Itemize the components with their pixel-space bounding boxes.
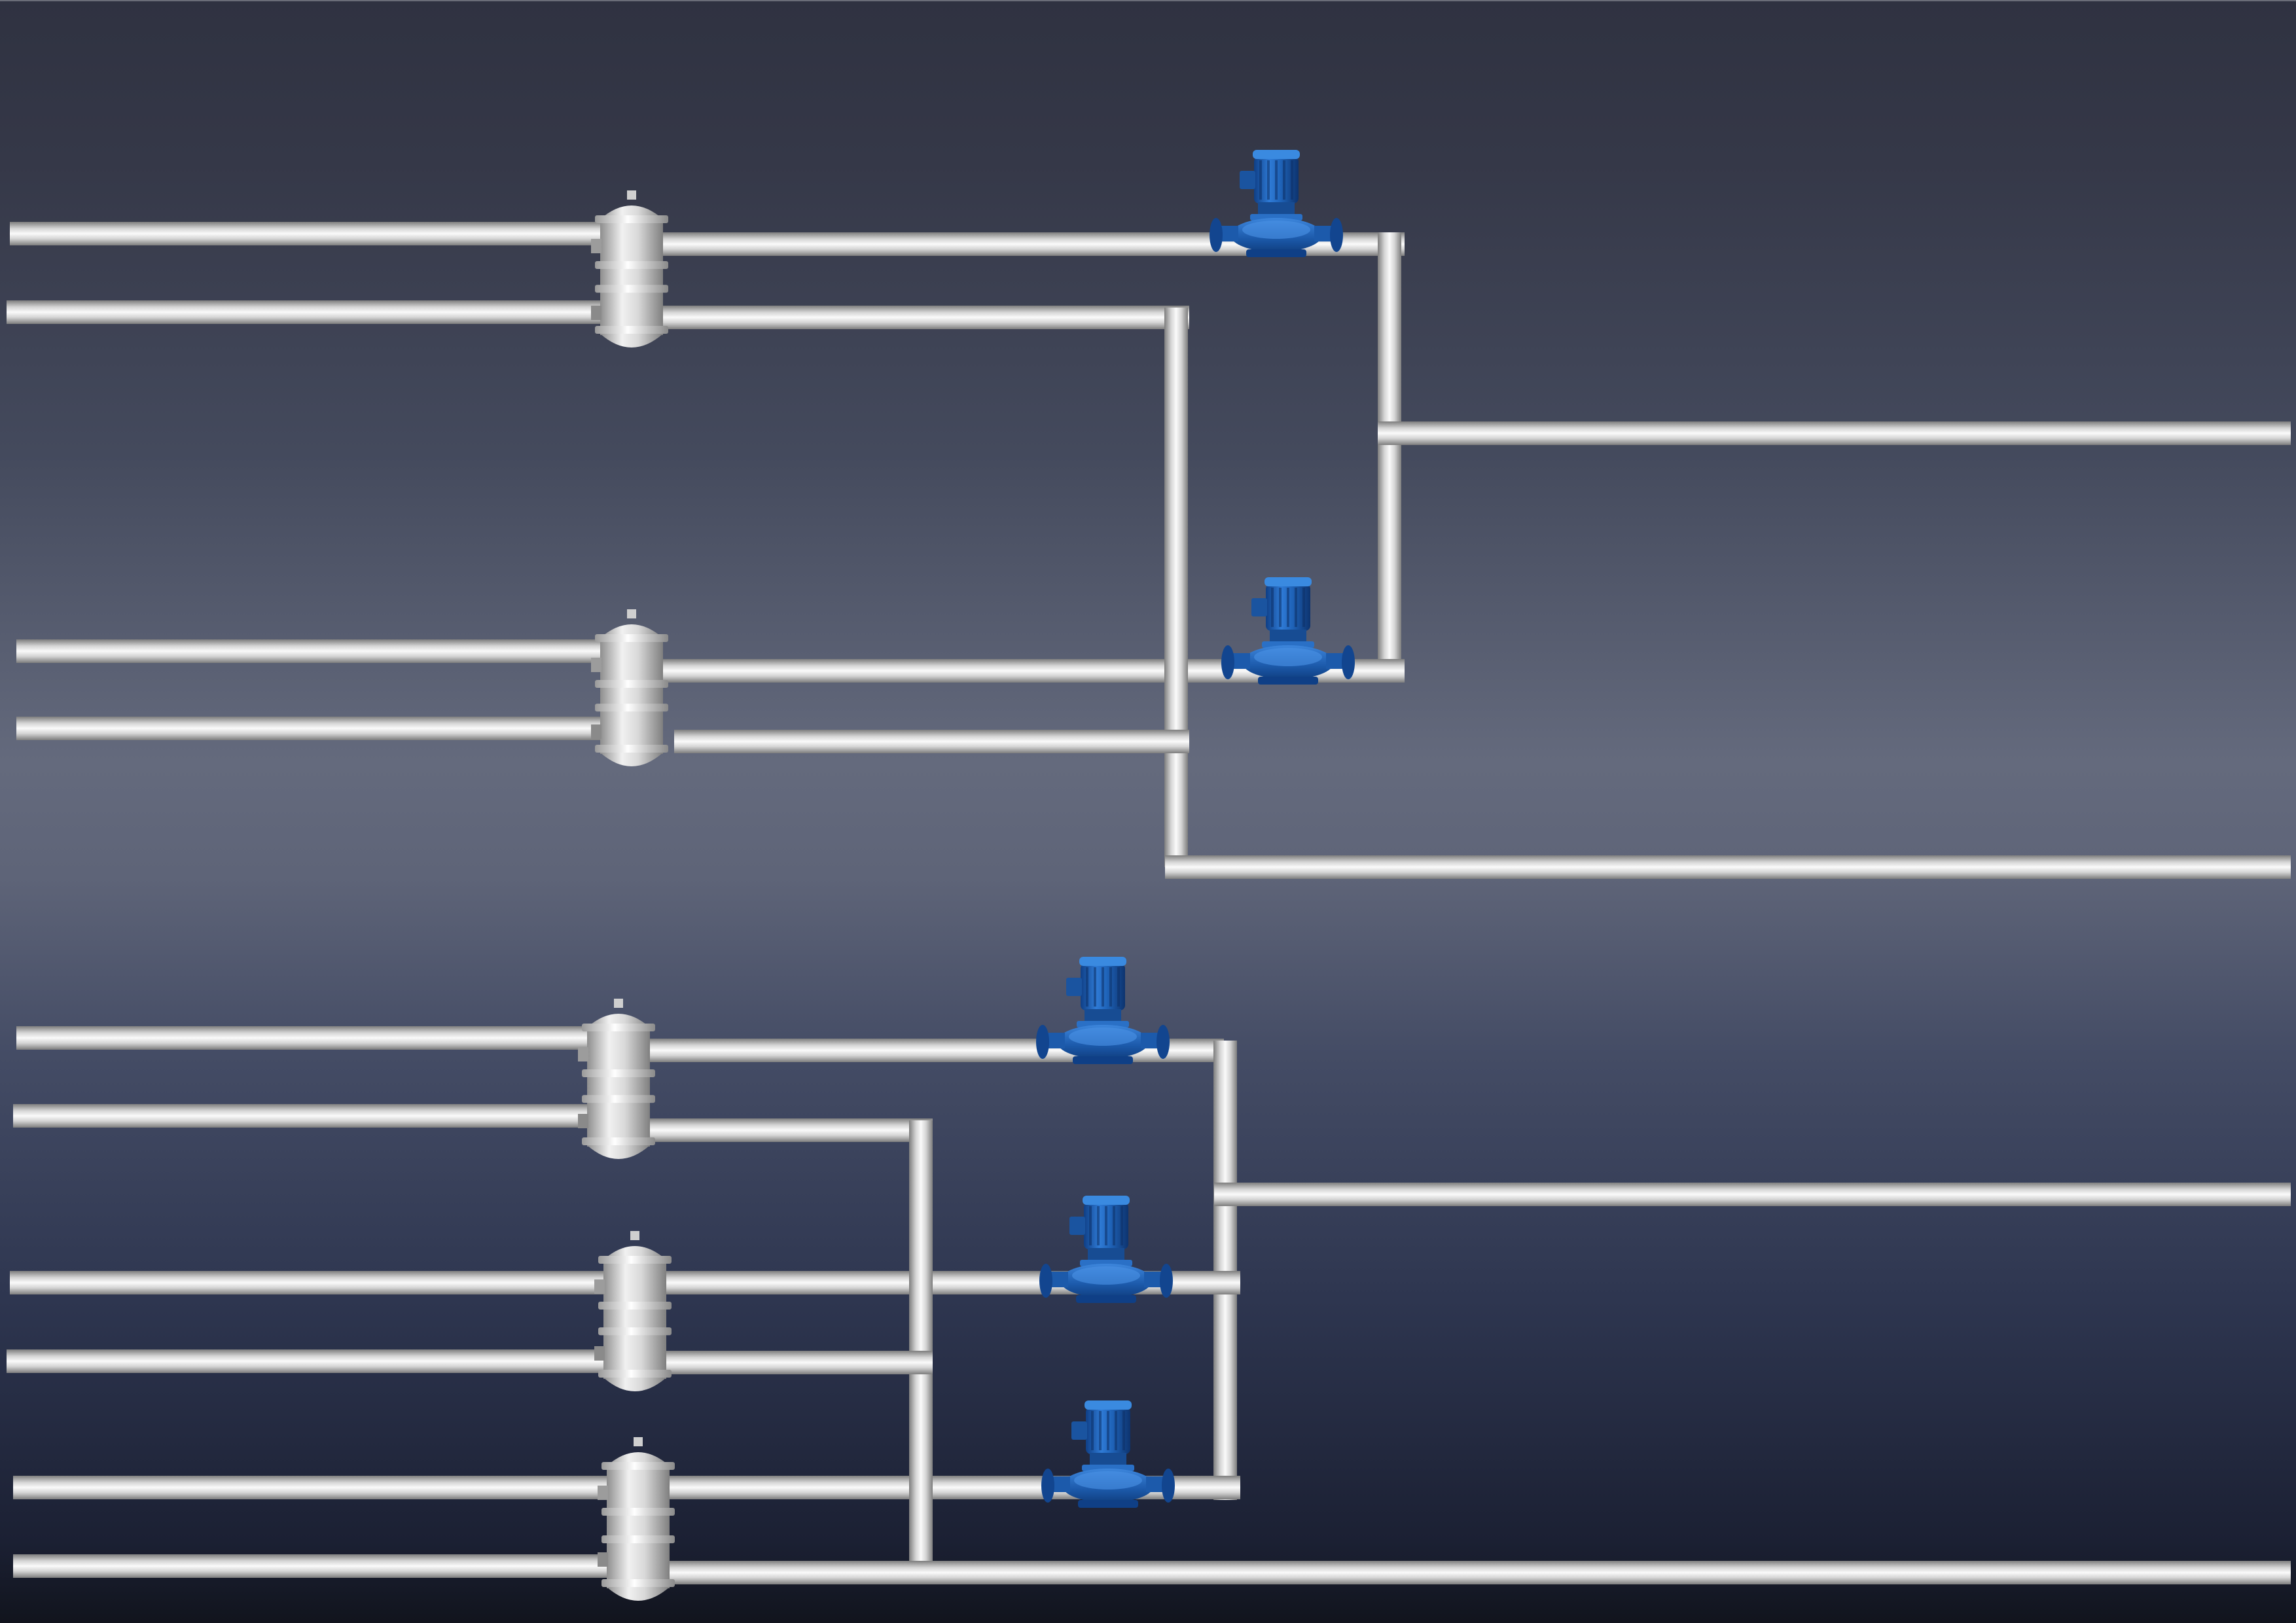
top-edge (0, 0, 2296, 1)
pipe-return-riser-lower (909, 1120, 933, 1561)
pumps (1036, 150, 1355, 1508)
pipe-inlet-c1 (16, 1026, 592, 1050)
pipe-hx3-return (645, 1118, 933, 1142)
pipe-network (7, 222, 2291, 1584)
pipe-inlet-a2 (7, 300, 605, 324)
heat-exchanger-icon (578, 999, 655, 1159)
pipe-hx4-return (658, 1351, 933, 1374)
heat-exchanger-icon (598, 1437, 675, 1601)
centrifugal-pump-icon (1041, 1400, 1175, 1508)
heat-exchanger-icon (591, 190, 668, 348)
pipe-hx1-return (658, 306, 1189, 329)
pipe-outlet-lower-2 (661, 1561, 2291, 1584)
heat-exchanger-icon (591, 609, 668, 766)
pipe-inlet-d1 (10, 1271, 605, 1294)
pipe-inlet-e2 (13, 1554, 612, 1578)
centrifugal-pump-icon (1210, 150, 1343, 257)
pipe-hx2-return (674, 730, 1189, 753)
pipe-riser-pump-header-upper (1378, 232, 1401, 683)
heat-exchangers (578, 190, 675, 1601)
pipe-return-riser-upper (1164, 308, 1188, 867)
pipe-outlet-upper-1 (1378, 421, 2291, 445)
centrifugal-pump-icon (1036, 957, 1170, 1064)
centrifugal-pump-icon (1221, 577, 1355, 685)
pipe-inlet-c2 (13, 1104, 592, 1128)
pipe-inlet-b2 (16, 717, 605, 740)
pipe-outlet-upper-2 (1165, 855, 2291, 879)
pipe-riser-pump-header-lower (1213, 1041, 1237, 1500)
heat-exchanger-icon (594, 1231, 672, 1391)
centrifugal-pump-icon (1039, 1196, 1173, 1303)
pipe-inlet-e1 (13, 1476, 612, 1499)
pipe-inlet-a1 (10, 222, 605, 245)
pipe-outlet-lower-1 (1214, 1183, 2291, 1206)
pipe-inlet-b1 (16, 639, 605, 663)
pipe-inlet-d2 (7, 1349, 605, 1373)
